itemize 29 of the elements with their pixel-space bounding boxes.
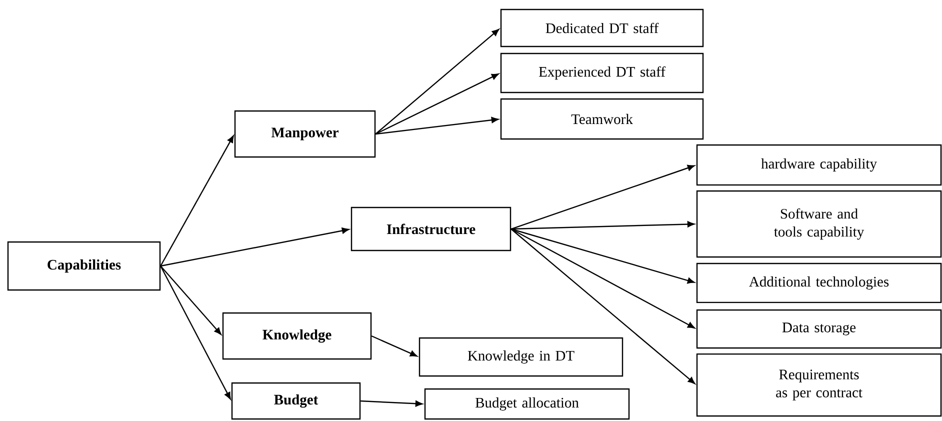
category-box: Budget xyxy=(231,382,361,420)
arrow xyxy=(160,266,231,400)
arrow xyxy=(160,228,350,267)
arrow xyxy=(510,228,696,384)
category-box: Knowledge xyxy=(222,312,372,360)
arrow xyxy=(510,228,695,328)
arrow xyxy=(371,335,418,357)
item-box: Requirements as per contract xyxy=(696,353,942,417)
item-box: Knowledge in DT xyxy=(418,337,624,377)
item-box: Dedicated DT staff xyxy=(500,8,704,48)
arrow xyxy=(376,116,499,135)
arrow xyxy=(510,228,695,284)
category-box: Capabilities xyxy=(7,241,161,291)
arrow xyxy=(360,400,423,407)
item-box: Budget allocation xyxy=(424,388,630,420)
category-box: Infrastructure xyxy=(350,206,512,252)
arrow xyxy=(160,136,234,266)
category-box: Manpower xyxy=(234,110,376,158)
arrow xyxy=(160,266,222,335)
item-box: Software and tools capability xyxy=(696,190,942,258)
item-box: Experienced DT staff xyxy=(500,52,704,94)
item-box: hardware capability xyxy=(696,144,942,186)
item-box: Additional technologies xyxy=(696,262,942,304)
arrow xyxy=(510,164,695,230)
item-box: Data storage xyxy=(696,309,942,349)
item-box: Teamwork xyxy=(500,98,704,140)
arrow xyxy=(375,28,500,134)
arrow xyxy=(511,221,695,230)
arrow xyxy=(375,73,499,135)
